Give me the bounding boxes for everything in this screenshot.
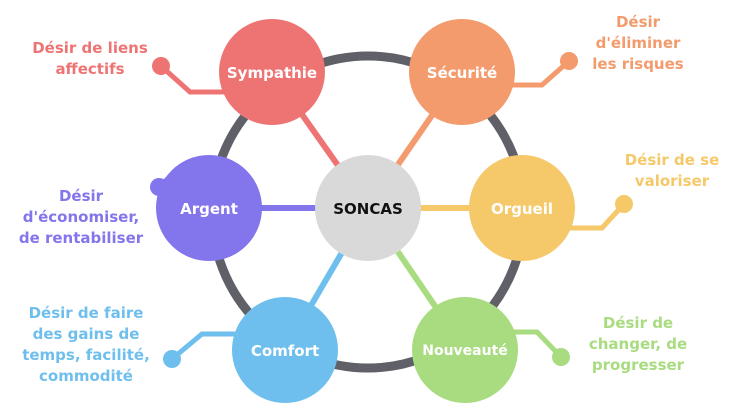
- connector-securite: [505, 59, 571, 88]
- connector-dot-comfort: [163, 350, 181, 368]
- description-line: progresser: [591, 356, 685, 374]
- connector-sympathie: [159, 64, 230, 95]
- node-label-nouveaute: Nouveauté: [422, 343, 508, 359]
- node-label-orgueil: Orgueil: [491, 200, 553, 218]
- node-argent: Argent: [156, 155, 262, 261]
- node-label-comfort: Comfort: [251, 342, 319, 360]
- description-line: Désir de se: [624, 151, 720, 169]
- connector-dot-nouveaute: [552, 348, 570, 366]
- description-line: Désir de faire: [28, 304, 144, 322]
- connector-dot-sympathie: [152, 57, 170, 75]
- description-line: les risques: [592, 55, 684, 73]
- description-securite: Désir d'éliminer les risques: [578, 12, 698, 75]
- description-line: Désir: [58, 187, 104, 205]
- connector-comfort: [170, 331, 245, 361]
- description-line: Désir de: [602, 314, 674, 332]
- description-line: commodité: [39, 367, 133, 385]
- node-label-securite: Sécurité: [427, 64, 497, 82]
- node-comfort: Comfort: [232, 297, 338, 403]
- description-line: valoriser: [634, 172, 710, 190]
- connector-dot-securite: [560, 52, 578, 70]
- description-line: de rentabiliser: [18, 229, 144, 247]
- node-label-sympathie: Sympathie: [227, 64, 317, 82]
- description-argent: Désir d'économiser, de rentabiliser: [6, 186, 156, 249]
- node-nouveaute: Nouveauté: [412, 297, 518, 403]
- description-line: affectifs: [55, 60, 125, 78]
- description-sympathie: Désir de liens affectifs: [20, 38, 160, 80]
- description-comfort: Désir de faire des gains de temps, facil…: [6, 303, 166, 387]
- node-sympathie: Sympathie: [219, 19, 325, 125]
- node-orgueil: Orgueil: [469, 155, 575, 261]
- description-line: Désir: [615, 13, 661, 31]
- connector-dot-orgueil: [615, 195, 633, 213]
- description-line: Désir de liens: [32, 39, 148, 57]
- description-line: d'éliminer: [595, 34, 681, 52]
- node-label-argent: Argent: [180, 200, 238, 218]
- center-label: SONCAS: [333, 200, 403, 218]
- node-securite: Sécurité: [409, 19, 515, 125]
- connector-nouveaute: [505, 329, 563, 359]
- description-line: temps, facilité,: [22, 346, 150, 364]
- connector-orgueil: [565, 202, 626, 231]
- description-nouveaute: Désir de changer, de progresser: [578, 313, 698, 376]
- description-line: des gains de: [32, 325, 140, 343]
- center-node: [315, 155, 421, 261]
- description-line: changer, de: [588, 335, 688, 353]
- description-line: d'économiser,: [22, 208, 140, 226]
- description-orgueil: Désir de se valoriser: [612, 150, 732, 192]
